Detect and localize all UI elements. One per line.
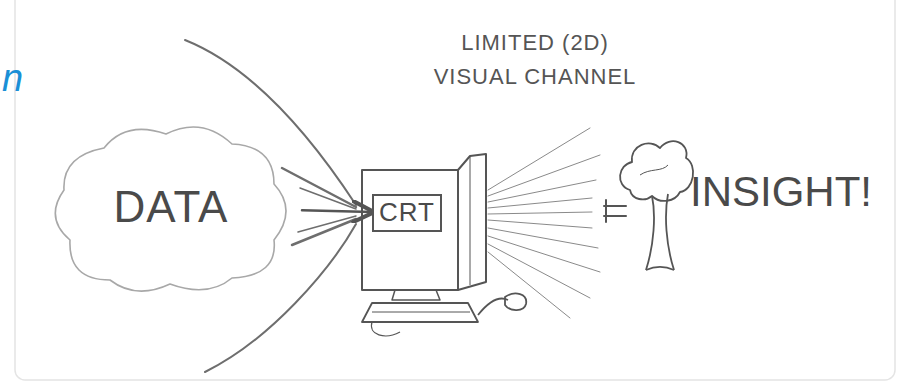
keyboard-and-mouse bbox=[362, 293, 526, 335]
cloud-path bbox=[55, 127, 286, 291]
node-text: DATA bbox=[114, 182, 229, 233]
node-text: CRT bbox=[379, 198, 435, 228]
insight-tree bbox=[620, 141, 693, 270]
crt-monitor bbox=[362, 154, 486, 300]
insight-label: INSIGHT! bbox=[690, 168, 872, 216]
channel-label: LIMITED (2D) VISUAL CHANNEL bbox=[425, 26, 645, 94]
light-rays bbox=[488, 128, 600, 318]
equals-arrow-symbol bbox=[604, 200, 626, 222]
frame bbox=[15, 0, 895, 380]
data-flow-connector bbox=[302, 210, 372, 212]
fragment-letter: n bbox=[2, 56, 23, 100]
data-cloud: DATA bbox=[40, 118, 302, 296]
crt-screen: CRT bbox=[372, 194, 442, 232]
